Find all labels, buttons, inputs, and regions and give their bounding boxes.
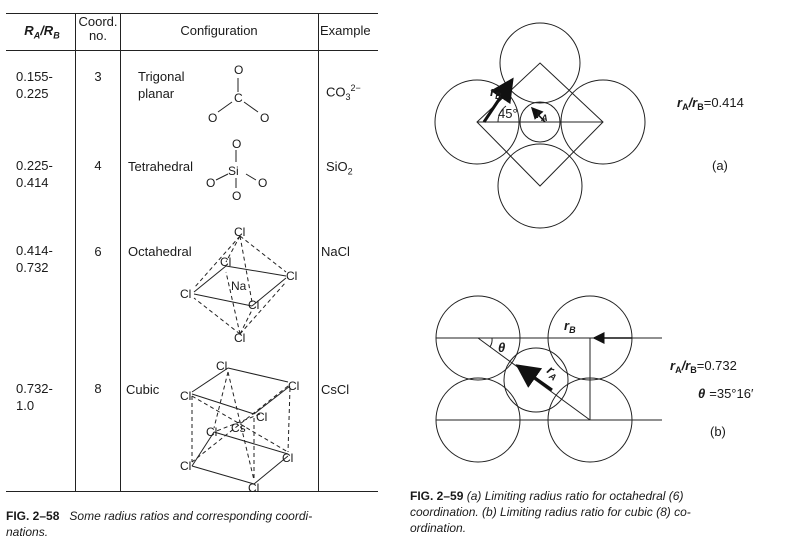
tetra-ligand-left: O	[206, 176, 215, 190]
fig-2-58-number: FIG. 2–58	[6, 509, 60, 523]
circle-a-bottom	[497, 143, 583, 229]
cubic-ligand-6: Cl	[282, 451, 293, 465]
label-ra-a: rA	[536, 106, 548, 123]
header-configuration: Configuration	[180, 23, 258, 38]
cubic-center: Cs	[231, 421, 246, 435]
cubic-ligand-7: Cl	[180, 459, 191, 473]
ratio-b: rA/rB=0.732	[670, 358, 737, 375]
octa-ligand-top: Cl	[234, 225, 245, 239]
octa-ligand-front: Cl	[248, 298, 259, 312]
cubic-ligand-4: Cl	[256, 410, 267, 424]
header-coord: Coord. no.	[78, 14, 118, 43]
trigonal-ligand-left: O	[208, 111, 217, 125]
table-col-divider-1	[75, 13, 76, 491]
cubic-ligand-1: Cl	[216, 359, 227, 373]
row2-ratio: 0.225-0.414	[16, 158, 53, 190]
fig-2-59-caption: FIG. 2–59 (a) Limiting radius ratio for …	[410, 489, 691, 535]
label-ra-b: rA	[543, 362, 562, 383]
diagram-a-octahedral	[434, 22, 646, 229]
trigonal-ligand-top: O	[234, 63, 243, 77]
row4-example: CsCl	[321, 382, 350, 397]
label-rb-b: rB	[564, 318, 576, 335]
octa-ligand-bottom: Cl	[234, 331, 245, 345]
row3-config-name: Octahedral	[128, 244, 192, 259]
cubic-ligand-2: Cl	[288, 379, 299, 393]
tetra-ligand-right: O	[258, 176, 267, 190]
octa-center: Na	[231, 279, 247, 293]
row1-ratio: 0.155-0.225	[16, 69, 53, 101]
tetra-ligand-bottom: O	[232, 189, 241, 203]
table-top-rule	[6, 13, 378, 14]
table-col-divider-3	[318, 13, 319, 491]
arrow-rb-a	[482, 77, 514, 123]
octa-ligand-back: Cl	[220, 255, 231, 269]
trigonal-ligand-right: O	[260, 111, 269, 125]
row4-config-name: Cubic	[126, 382, 160, 397]
table-col-divider-2	[120, 13, 121, 491]
row2-config-name: Tetrahedral	[128, 159, 194, 174]
row2-example: SiO2	[326, 159, 353, 177]
diagram-b-cubic	[435, 295, 662, 463]
fig-2-59-diagrams: rB rA 45° rA/rB=0.414 (a) rB rA θ rA/rB=…	[434, 22, 754, 463]
cubic-ligand-5: Cl	[206, 425, 217, 439]
label-rb-a: rB	[490, 84, 502, 101]
cubic-ligand-3: Cl	[180, 389, 191, 403]
label-theta-b: θ	[498, 340, 505, 355]
arrow-ra-a	[530, 106, 546, 123]
cubic-diagram: Cl Cl Cl Cl Cs Cl Cl Cl Cl	[180, 359, 299, 495]
circle-a-top	[499, 22, 581, 104]
table-header-rule	[6, 50, 378, 51]
trigonal-center: C	[234, 91, 243, 105]
fig-2-58-caption: FIG. 2–58 Some radius ratios and corresp…	[6, 509, 313, 539]
theta-value-b: θ=35°16′	[698, 386, 754, 401]
trigonal-planar-diagram: O C O O	[208, 63, 269, 125]
header-example: Example	[320, 23, 371, 38]
row4-ratio: 0.732-1.0	[16, 381, 53, 413]
row1-example: CO32−	[326, 83, 361, 102]
row3-example: NaCl	[321, 244, 350, 259]
arrow-ra-b	[515, 364, 553, 392]
octa-ligand-right: Cl	[286, 269, 297, 283]
panel-label-b: (b)	[710, 424, 726, 439]
tetra-center: Si	[228, 164, 239, 178]
octahedral-diagram: Cl Cl Cl Na Cl Cl Cl	[180, 225, 297, 345]
panel-label-a: (a)	[712, 158, 728, 173]
tetrahedral-diagram: O Si O O O	[206, 137, 267, 203]
row2-coord: 4	[94, 158, 102, 173]
angle-arc-a	[497, 105, 507, 123]
octa-ligand-left: Cl	[180, 287, 191, 301]
tetra-ligand-top: O	[232, 137, 241, 151]
cubic-ligand-8: Cl	[248, 481, 259, 495]
row3-ratio: 0.414-0.732	[16, 243, 53, 275]
ratio-a: rA/rB=0.414	[677, 95, 744, 112]
row1-coord: 3	[94, 69, 102, 84]
theta-arc-b	[489, 337, 493, 348]
square-a	[476, 62, 604, 187]
structure-diagrams: O C O O O Si O O O C	[180, 63, 299, 495]
row3-coord: 6	[94, 244, 102, 259]
circle-b-center	[503, 347, 569, 413]
fig-2-59-number: FIG. 2–59	[410, 489, 464, 503]
label-angle-a: 45°	[498, 106, 518, 121]
row4-coord: 8	[94, 381, 102, 396]
table-bottom-rule	[6, 491, 378, 492]
header-ratio: RA/RB	[24, 23, 60, 41]
